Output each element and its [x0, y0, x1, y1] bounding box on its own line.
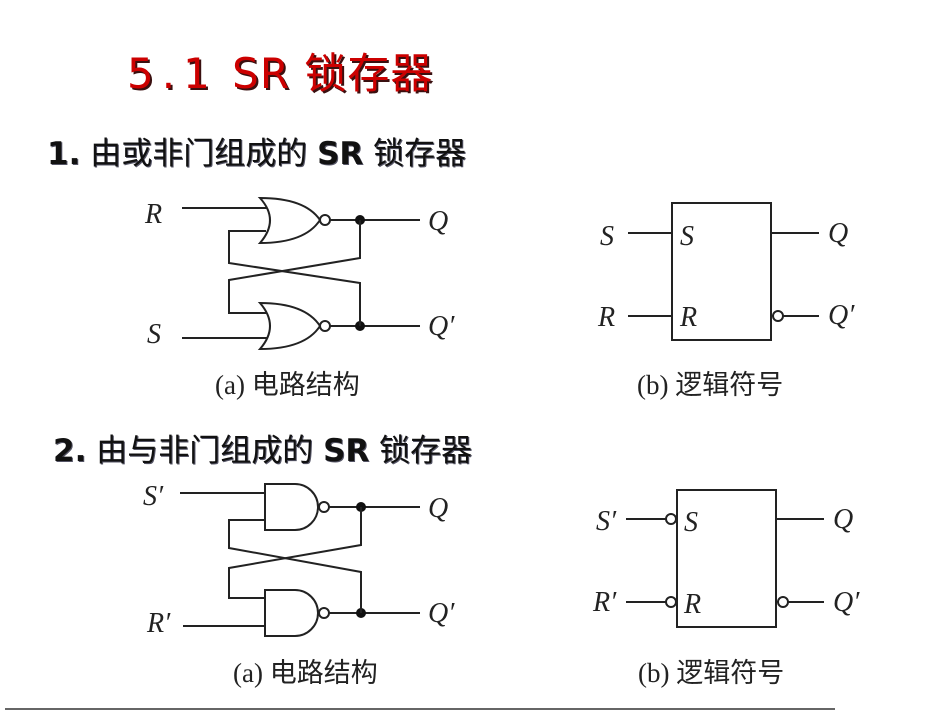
circuit-1-output-q-label: Q — [428, 206, 448, 237]
section-1-heading: 1. 由或非门组成的 SR 锁存器 — [47, 128, 466, 173]
circuit-2-input-s-label: S′ — [143, 481, 164, 512]
bottom-divider — [5, 708, 835, 710]
symbol-2-r-bubble — [665, 596, 677, 608]
section-1-post: 锁存器 — [373, 136, 467, 172]
section-2-heading: 2. 由与非门组成的 SR 锁存器 — [53, 425, 472, 470]
nor-gate-top-bubble — [319, 214, 331, 226]
symbol-1-input-r-label: R — [597, 302, 615, 333]
slide-title: 5.1 SR 锁存器 — [127, 40, 433, 101]
symbol-2-pin-r: R — [683, 589, 701, 620]
nor-gate-bottom — [257, 301, 322, 351]
nand-gate-bottom — [264, 589, 319, 637]
symbol-2-pin-s: S — [684, 507, 698, 538]
circuit-1-input-r-label: R — [144, 199, 162, 230]
symbol-1-output-qbar-label: Q′ — [828, 300, 855, 331]
symbol-2-output-qbar-label: Q′ — [833, 587, 860, 618]
nand-gate-bottom-bubble — [318, 607, 330, 619]
symbol-2-input-r-label: R′ — [592, 587, 617, 618]
section-1-pre: 由或非门组成的 — [90, 136, 308, 172]
symbol-1-input-s-label: S — [600, 221, 614, 252]
section-2-number: 2. — [53, 433, 87, 469]
symbol-2-input-s-label: S′ — [596, 506, 617, 537]
nor-latch-circuit: R S Q Q′ — [144, 196, 455, 351]
sr-latch-symbol-1: S R S R Q Q′ — [597, 202, 855, 341]
symbol-2-qbar-bubble — [777, 596, 789, 608]
section-1-bold: SR — [317, 136, 364, 172]
section-1-number: 1. — [47, 136, 81, 172]
symbol-1-pin-r: R — [679, 302, 697, 333]
nand-latch-circuit: S′ R′ Q Q′ — [143, 481, 455, 639]
symbol-2-output-q-label: Q — [833, 504, 853, 535]
feedback-q-to-bottom — [228, 220, 361, 314]
circuit-1-caption: (a) 电路结构 — [215, 370, 360, 400]
symbol-1-caption: (b) 逻辑符号 — [637, 370, 784, 400]
circuit-1-output-qbar-label: Q′ — [428, 311, 455, 342]
circuit-2-input-r-label: R′ — [146, 608, 171, 639]
symbol-1-qbar-bubble — [772, 310, 784, 322]
sr-latch-symbol-2: S′ R′ S R Q Q′ — [592, 489, 860, 628]
nor-gate-bottom-bubble — [319, 320, 331, 332]
nand-gate-top — [264, 483, 319, 531]
circuit-1-input-s-label: S — [147, 319, 161, 350]
circuit-2-caption: (a) 电路结构 — [233, 658, 378, 688]
circuit-2-output-qbar-label: Q′ — [428, 598, 455, 629]
feedback-q-to-bottom — [228, 507, 362, 599]
section-2-bold: SR — [323, 433, 370, 469]
section-2-pre: 由与非门组成的 — [96, 433, 314, 469]
symbol-1-pin-s: S — [680, 221, 694, 252]
feedback-qbar-to-top — [228, 230, 361, 326]
title-number: 5.1 — [127, 49, 218, 98]
title-text: SR 锁存器 — [232, 49, 434, 98]
feedback-qbar-to-top — [228, 519, 362, 613]
symbol-1-output-q-label: Q — [828, 218, 848, 249]
nand-gate-top-bubble — [318, 501, 330, 513]
symbol-2-box — [676, 489, 777, 628]
symbol-2-caption: (b) 逻辑符号 — [638, 658, 785, 688]
nor-gate-top — [257, 196, 322, 245]
symbol-1-box — [671, 202, 772, 341]
circuit-2-output-q-label: Q — [428, 493, 448, 524]
symbol-2-s-bubble — [665, 513, 677, 525]
section-2-post: 锁存器 — [379, 433, 473, 469]
